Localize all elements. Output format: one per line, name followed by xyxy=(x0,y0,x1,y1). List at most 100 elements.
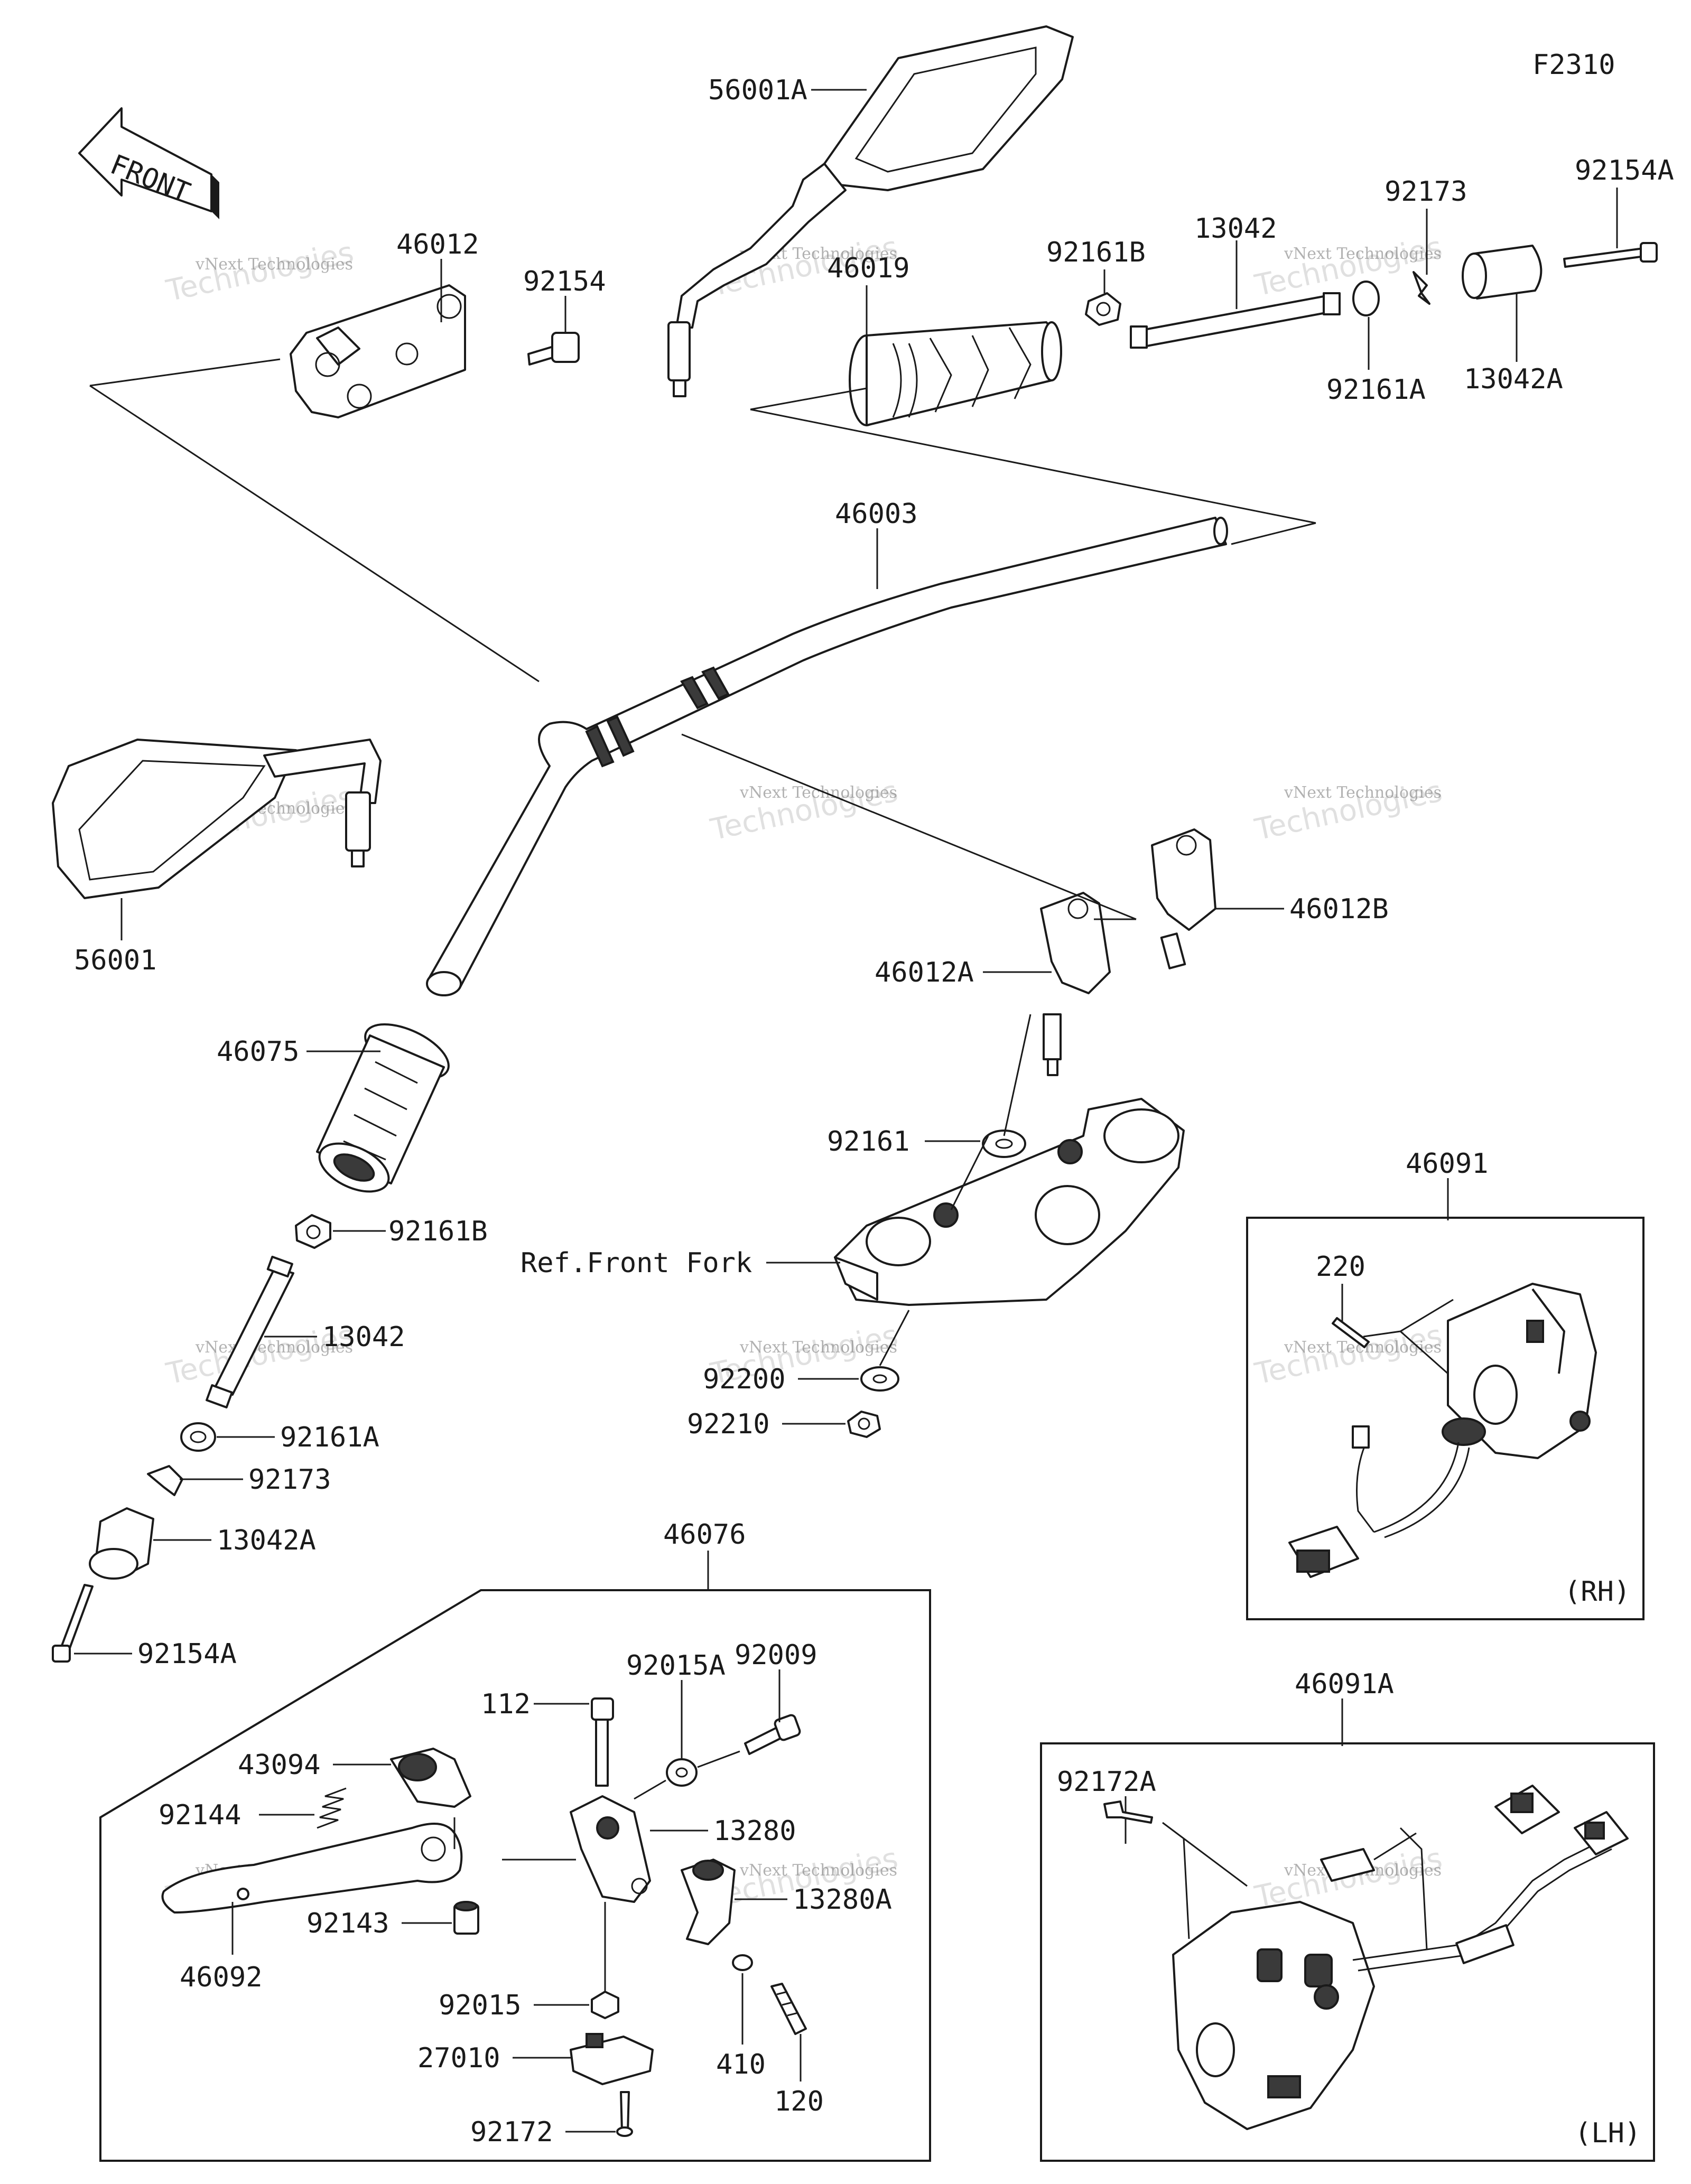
callout-92210: 92210 xyxy=(687,1408,770,1440)
callout-92161A-top: 92161A xyxy=(1326,374,1426,406)
svg-text:vNext Technologies: vNext Technologies xyxy=(739,783,897,802)
lever-46092 xyxy=(161,1823,463,1914)
washer-410 xyxy=(732,1954,753,1971)
lever-assembly-box xyxy=(99,1589,931,2162)
holder-upper-46012A xyxy=(1040,892,1111,1076)
callout-13042-top: 13042 xyxy=(1194,213,1277,245)
callout-46091A: 46091A xyxy=(1295,1668,1394,1700)
grip-right xyxy=(849,321,1062,426)
callout-120: 120 xyxy=(774,2086,824,2117)
callout-92173-left: 92173 xyxy=(248,1464,331,1496)
callout-92161B-top: 92161B xyxy=(1046,237,1146,268)
callout-46012B: 46012B xyxy=(1289,893,1389,925)
callout-46076: 46076 xyxy=(663,1519,746,1551)
svg-text:vNext Technologies: vNext Technologies xyxy=(1284,783,1442,802)
switch-27010 xyxy=(570,2033,654,2085)
svg-text:Technologies: Technologies xyxy=(1251,230,1445,303)
rh-switch-box xyxy=(1246,1217,1644,1620)
washer-92200 xyxy=(860,1366,899,1392)
rh-switch-assembly xyxy=(1288,1283,1597,1578)
callout-92161A-left: 92161A xyxy=(280,1422,379,1453)
callout-13280: 13280 xyxy=(713,1815,796,1847)
mirror-right xyxy=(667,25,1074,397)
clip-92173-left xyxy=(147,1465,183,1496)
screw-120 xyxy=(770,1983,807,2035)
collar-92161A-left xyxy=(180,1422,216,1452)
mirror-left xyxy=(52,739,382,899)
lever-holder-13280 xyxy=(570,1795,651,1903)
nut-92161B-left xyxy=(295,1214,331,1249)
nut-92210 xyxy=(847,1411,881,1438)
washer-92161 xyxy=(982,1130,1026,1158)
bar-end-13042A-top xyxy=(1462,245,1543,300)
callout-92200: 92200 xyxy=(703,1364,786,1395)
callout-13280A: 13280A xyxy=(793,1884,892,1916)
nut-92015 xyxy=(591,1991,619,2019)
callout-43094: 43094 xyxy=(238,1749,321,1781)
callout-92154A-top: 92154A xyxy=(1575,155,1674,186)
washer-92015A xyxy=(666,1758,698,1787)
callout-13042A-top: 13042A xyxy=(1464,363,1563,395)
callout-13042A-left: 13042A xyxy=(217,1525,316,1556)
callout-56001A: 56001A xyxy=(708,74,807,106)
screw-92172 xyxy=(616,2091,633,2137)
callout-92015A: 92015A xyxy=(626,1650,726,1682)
callout-92172A: 92172A xyxy=(1057,1766,1156,1798)
bolt-112 xyxy=(591,1697,614,1787)
svg-text:vNext Technologies: vNext Technologies xyxy=(1284,245,1442,263)
callout-ref-front-fork: Ref.Front Fork xyxy=(521,1247,752,1279)
callout-13042-left: 13042 xyxy=(322,1321,405,1353)
callout-46091: 46091 xyxy=(1406,1148,1489,1180)
callout-92161: 92161 xyxy=(827,1126,910,1158)
lh-label: (LH) xyxy=(1575,2117,1641,2149)
callout-220: 220 xyxy=(1316,1251,1365,1283)
clamp-13280A xyxy=(681,1859,736,1945)
front-arrow-icon: FRONT xyxy=(78,107,219,219)
callout-410: 410 xyxy=(716,2049,766,2080)
callout-46019: 46019 xyxy=(827,253,910,284)
svg-text:Technologies: Technologies xyxy=(163,235,356,309)
rh-label: (RH) xyxy=(1564,1576,1630,1608)
bar-end-13042A-left xyxy=(89,1507,154,1580)
handlebar-46003 xyxy=(426,517,1228,996)
svg-text:vNext Technologies: vNext Technologies xyxy=(739,1861,897,1880)
callout-92015: 92015 xyxy=(439,1990,522,2021)
triple-clamp xyxy=(834,1098,1185,1306)
callout-92144: 92144 xyxy=(159,1799,241,1831)
lh-switch-assembly xyxy=(1172,1785,1629,2130)
callout-92154: 92154 xyxy=(523,266,606,297)
callout-46012A: 46012A xyxy=(875,957,974,988)
nut-92161B-top xyxy=(1085,292,1121,326)
callout-92154A-left: 92154A xyxy=(137,1638,237,1670)
weight-shaft-13042-left xyxy=(206,1255,294,1408)
callout-46092: 46092 xyxy=(180,1962,263,1993)
adjuster-43094 xyxy=(390,1748,471,1808)
collar-92161A-top xyxy=(1352,281,1380,316)
callout-46012: 46012 xyxy=(396,229,479,260)
svg-text:vNext Technologies: vNext Technologies xyxy=(195,1338,353,1357)
spring-92144 xyxy=(317,1787,347,1829)
bolt-92154A-left xyxy=(52,1584,94,1663)
clip-92173-top xyxy=(1413,271,1430,305)
grip-left xyxy=(316,1023,450,1193)
callout-92172: 92172 xyxy=(470,2116,553,2148)
callout-46075: 46075 xyxy=(217,1036,300,1068)
callout-92173-top: 92173 xyxy=(1385,176,1467,208)
callout-92143: 92143 xyxy=(306,1908,389,1939)
weight-shaft-13042-top xyxy=(1130,292,1341,349)
callout-112: 112 xyxy=(481,1688,531,1720)
bolt-92154 xyxy=(527,332,580,366)
figure-code: F2310 xyxy=(1532,49,1615,81)
svg-text:vNext Technologies: vNext Technologies xyxy=(195,255,353,274)
callout-27010: 27010 xyxy=(417,2042,500,2074)
lh-switch-box xyxy=(1040,1742,1655,2162)
bolt-92154A-top xyxy=(1563,242,1658,268)
screw-92009 xyxy=(744,1714,801,1755)
callout-46003: 46003 xyxy=(835,498,918,530)
callout-56001: 56001 xyxy=(74,945,157,976)
callout-92161B-left: 92161B xyxy=(388,1216,488,1247)
callout-92009: 92009 xyxy=(735,1639,817,1671)
svg-text:vNext Technologies: vNext Technologies xyxy=(739,1338,897,1357)
holder-upper-46012B xyxy=(1151,828,1216,969)
